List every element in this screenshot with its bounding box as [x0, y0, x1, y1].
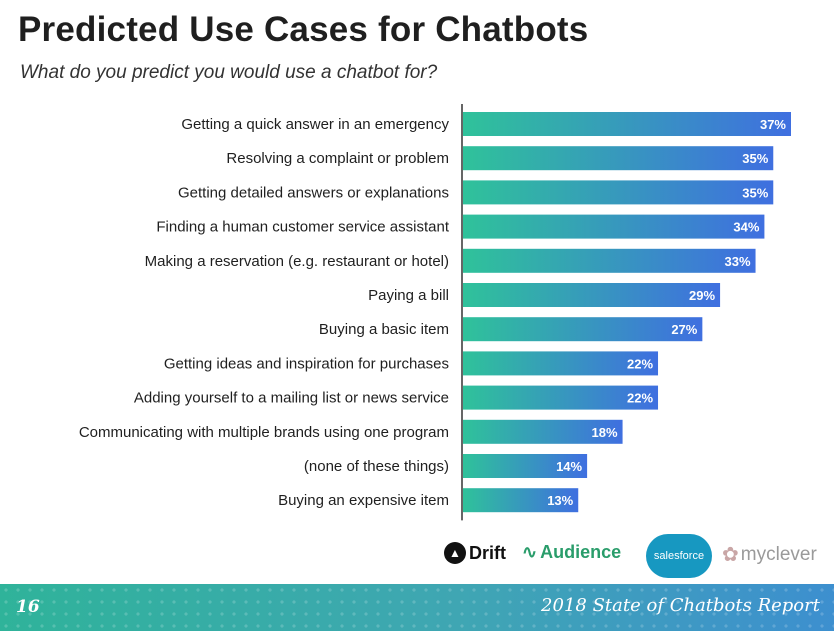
- bar: [463, 180, 774, 205]
- myclever-logo-text: myclever: [740, 543, 817, 565]
- bar-value-label: 14%: [556, 459, 582, 474]
- bar-value-label: 13%: [547, 493, 573, 508]
- drift-logo: ▲ Drift: [444, 542, 506, 564]
- chart-title: Predicted Use Cases for Chatbots: [18, 10, 589, 49]
- bar: [463, 214, 765, 239]
- bar: [463, 488, 579, 513]
- category-label: Buying a basic item: [319, 321, 449, 338]
- bar-value-label: 35%: [742, 185, 768, 200]
- bar: [463, 112, 791, 136]
- category-label: Getting ideas and inspiration for purcha…: [164, 355, 449, 372]
- bar-value-label: 33%: [725, 254, 751, 269]
- audience-mark-icon: ∿: [522, 542, 538, 562]
- bar: [463, 283, 721, 307]
- bar: [463, 454, 588, 478]
- bar-value-label: 18%: [592, 425, 618, 440]
- category-label: Communicating with multiple brands using…: [79, 424, 449, 441]
- category-label: Buying an expensive item: [278, 492, 449, 509]
- bar: [463, 248, 756, 273]
- category-label: Paying a bill: [368, 287, 449, 304]
- sponsor-logos: ▲ Drift ∿ Audience salesforce ✿ myclever: [440, 534, 834, 584]
- audience-logo: ∿ Audience: [522, 542, 621, 563]
- myclever-logo: ✿ myclever: [722, 542, 817, 567]
- category-label: Resolving a complaint or problem: [226, 150, 449, 167]
- category-label: Getting detailed answers or explanations: [178, 184, 449, 201]
- bar: [463, 385, 659, 410]
- bar-value-label: 22%: [627, 391, 653, 406]
- report-title: 2018 State of Chatbots Report: [541, 595, 820, 616]
- bar: [463, 419, 623, 444]
- bar-value-label: 37%: [760, 117, 786, 132]
- drift-logo-text: Drift: [469, 542, 506, 563]
- audience-logo-text: Audience: [540, 542, 622, 562]
- bar-value-label: 29%: [689, 288, 715, 303]
- page-number: 16: [16, 597, 40, 617]
- bar-value-label: 35%: [742, 151, 768, 166]
- category-label: Making a reservation (e.g. restaurant or…: [145, 253, 449, 270]
- bar: [463, 317, 703, 342]
- bar-value-label: 22%: [627, 356, 653, 371]
- bar-value-label: 27%: [671, 322, 697, 337]
- bar: [463, 351, 659, 376]
- footer-dot-pattern: [0, 584, 834, 631]
- drift-mark-icon: ▲: [444, 542, 466, 564]
- category-label: Adding yourself to a mailing list or new…: [134, 390, 449, 407]
- bar: [463, 146, 774, 171]
- bar-value-label: 34%: [733, 220, 759, 235]
- bar-chart: Getting a quick answer in an emergency 37…: [79, 104, 791, 521]
- category-label: Getting a quick answer in an emergency: [181, 116, 449, 133]
- chart-subtitle: What do you predict you would use a chat…: [20, 62, 438, 83]
- category-label: Finding a human customer service assista…: [156, 219, 449, 236]
- footer-band: 16 2018 State of Chatbots Report: [0, 584, 834, 631]
- category-label: (none of these things): [304, 458, 449, 475]
- myclever-brain-icon: ✿: [722, 544, 739, 566]
- salesforce-logo: salesforce: [646, 534, 712, 578]
- salesforce-logo-text: salesforce: [653, 550, 705, 562]
- salesforce-cloud-icon: salesforce: [646, 534, 712, 578]
